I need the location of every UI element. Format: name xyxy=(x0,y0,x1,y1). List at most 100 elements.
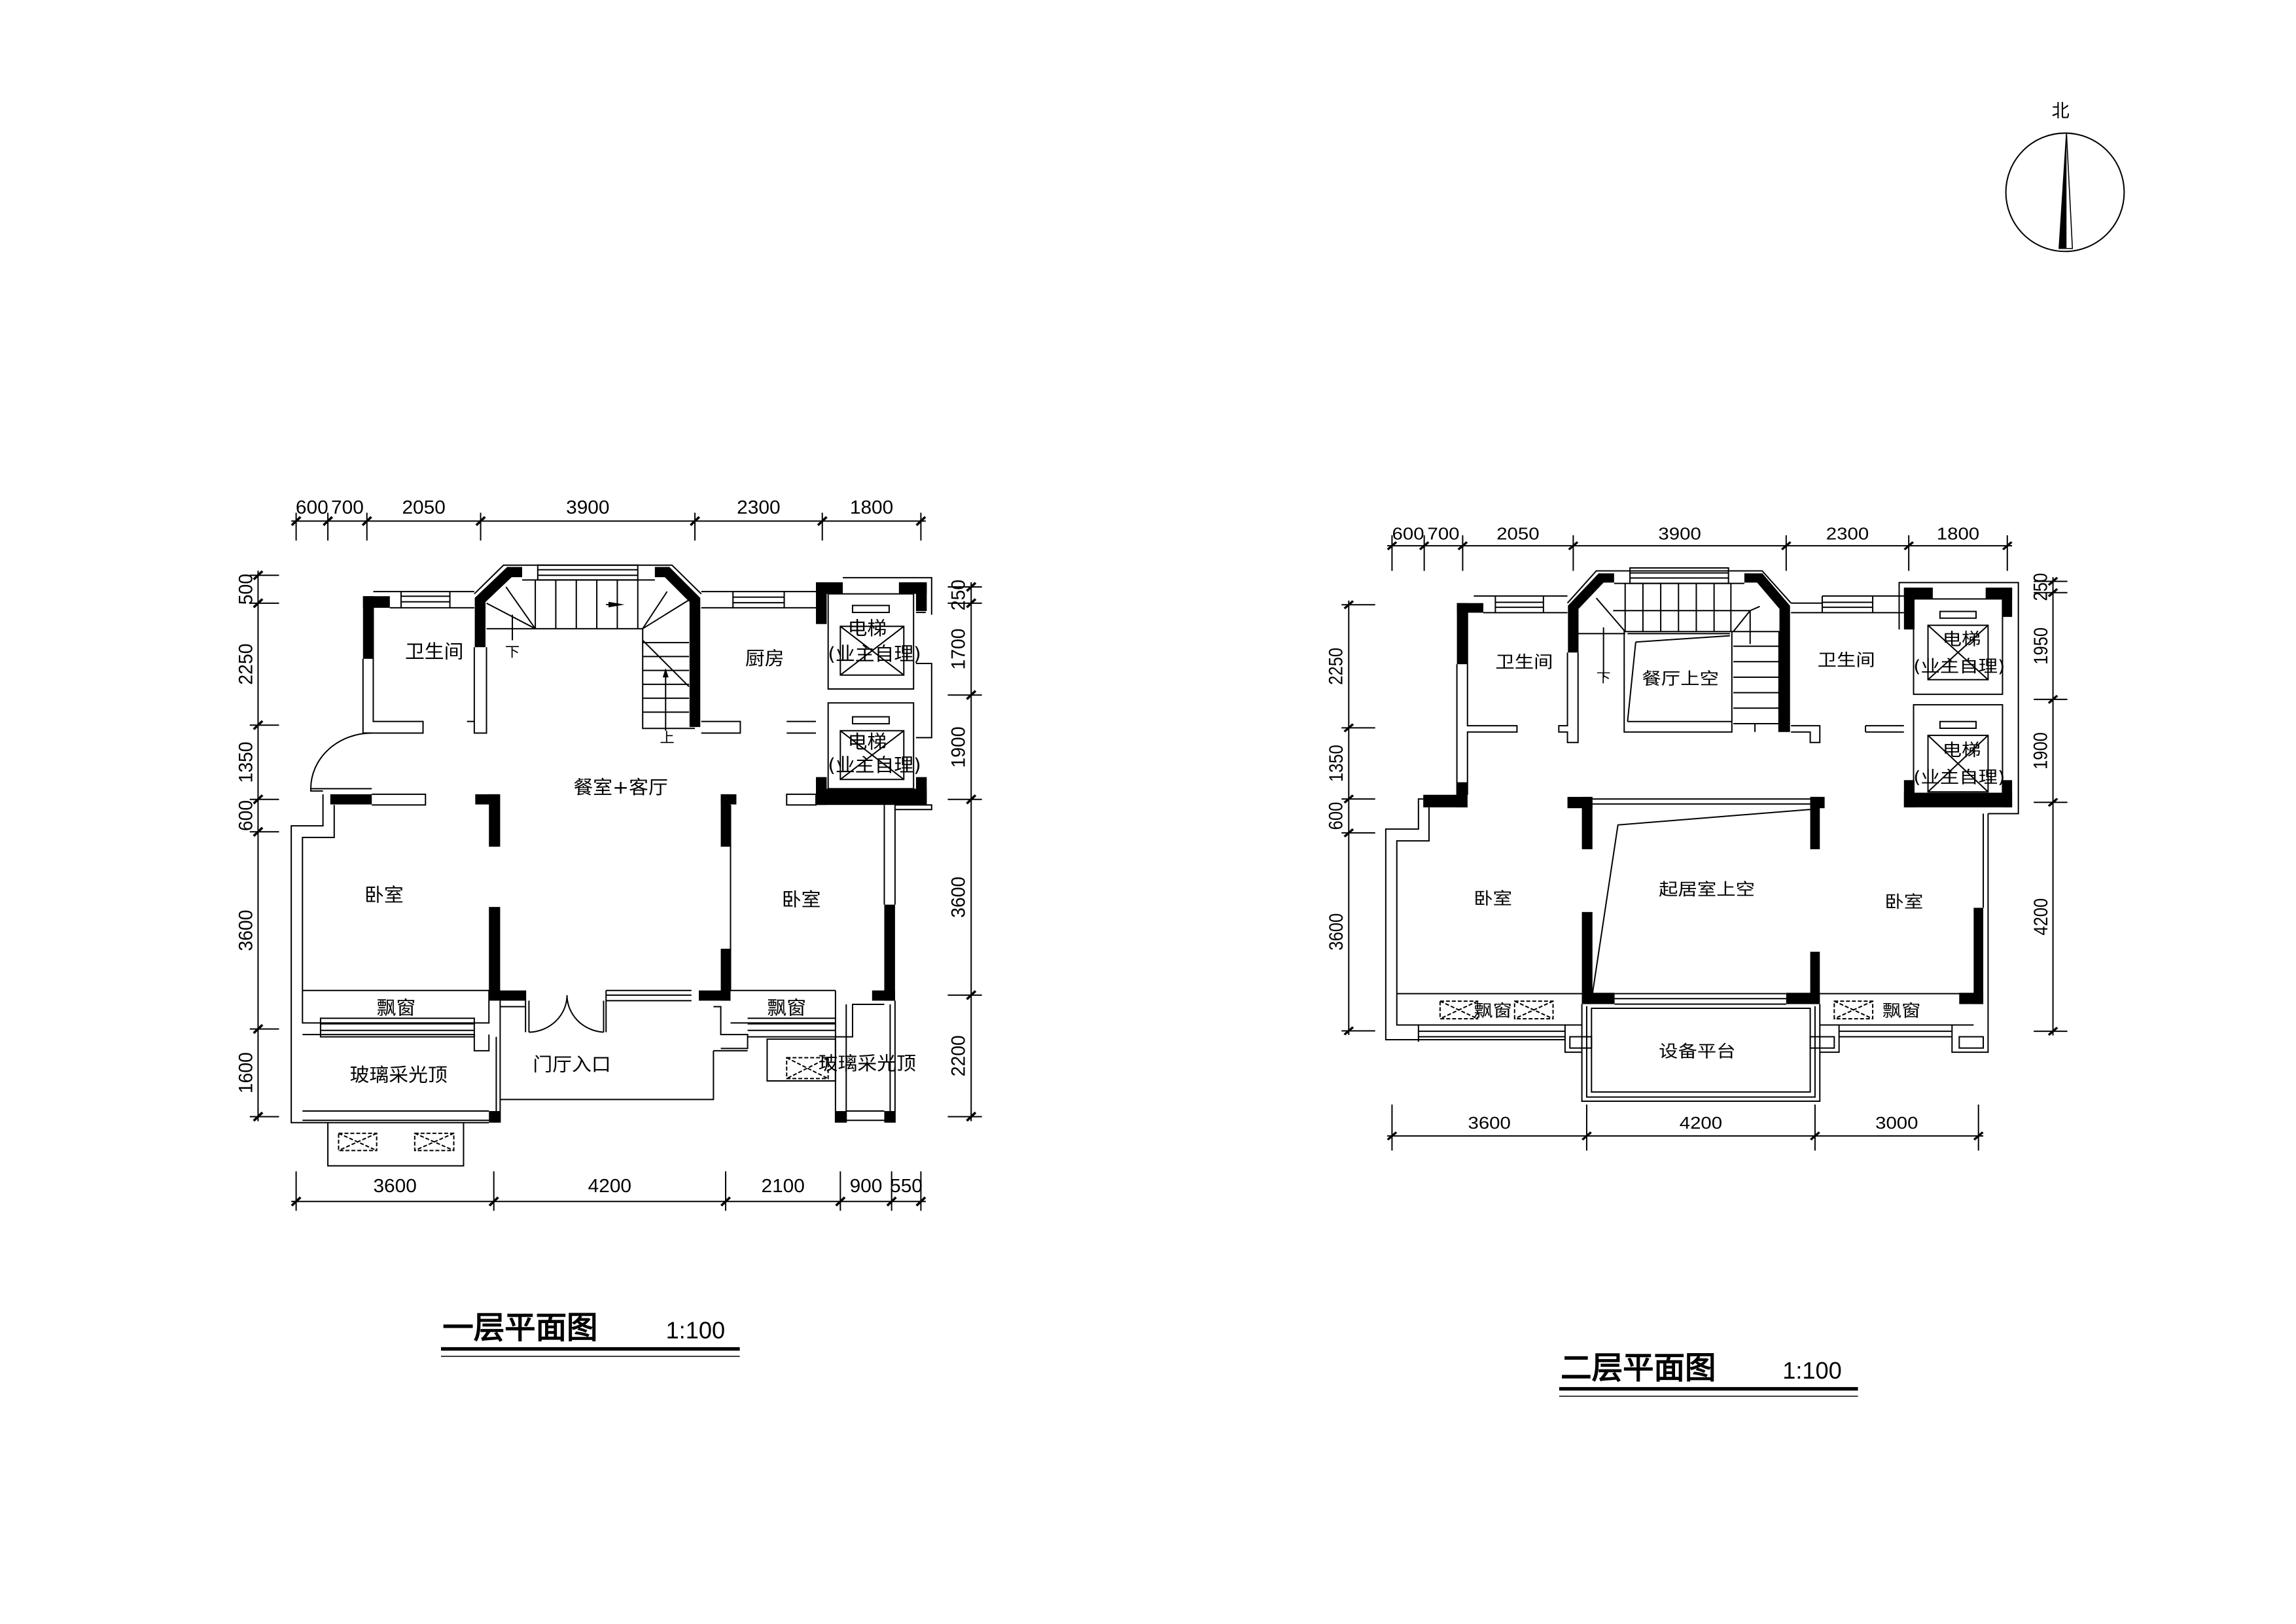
floor1-title: 一层平面图 xyxy=(442,1311,597,1347)
room-label-skylight-left: 玻璃采光顶 xyxy=(350,1064,448,1086)
floor2-dim-bottom-tick xyxy=(1386,1131,1398,1140)
floor2-dim-top-tick xyxy=(2002,541,2013,550)
elevator-2-label: 电梯 xyxy=(848,731,887,752)
floor1-dim-top-tick xyxy=(291,516,302,526)
floor2-dim-right-label: 1900 xyxy=(2030,732,2051,769)
stair-down-label: 下 xyxy=(1597,671,1611,685)
floor1-dim-left-tick xyxy=(253,1023,264,1034)
floor1-dim-left-label: 2250 xyxy=(236,644,257,685)
floor1-dim-top-tick xyxy=(817,516,828,526)
floor1-dim-right-tick xyxy=(966,990,977,1000)
floor1-dim-right-label: 2200 xyxy=(948,1035,970,1076)
floor2-dim-right-label: 1950 xyxy=(2030,627,2051,665)
floor2-dim-right-label: 250 xyxy=(2030,573,2051,601)
floor1-scale: 1:100 xyxy=(666,1317,725,1344)
floor2-dim-top-label: 600 xyxy=(1392,524,1424,543)
room-label-bedroom-right: 卧室 xyxy=(782,889,821,910)
north-arrow: 北 xyxy=(2005,101,2125,253)
floor2-dim-left-label: 3600 xyxy=(1325,913,1347,951)
floor1-dim-top-tick xyxy=(689,516,701,526)
floor1-dim-bottom-tick xyxy=(835,1196,846,1207)
floor2-dim-right-tick xyxy=(2047,1027,2058,1036)
floor1-dim-left-tick xyxy=(253,598,264,609)
floor2-dim-left-tick xyxy=(1343,828,1354,838)
floor1-dim-right-tick xyxy=(966,582,977,592)
room-label-bay-window-left: 飘窗 xyxy=(377,997,416,1019)
floor2-linework xyxy=(1386,568,2019,1101)
north-circle-icon xyxy=(2005,132,2125,253)
room-label-living-dining: 餐室+客厅 xyxy=(573,777,667,798)
floor1-dim-right-label: 250 xyxy=(948,580,970,610)
floor2-title-block: 二层平面图 1:100 xyxy=(1559,1350,1858,1397)
floor2-scale: 1:100 xyxy=(1782,1357,1841,1384)
room-label-bathroom-left: 卫生间 xyxy=(1495,652,1553,672)
floor2-dim-bottom-tick xyxy=(1581,1131,1592,1140)
floor2-dim-top-tick xyxy=(1419,541,1430,550)
floor1-dim-top-label: 1800 xyxy=(850,498,893,518)
floor2-dim-left-tick xyxy=(1343,600,1354,610)
floor1-dim-bottom-tick xyxy=(720,1196,732,1207)
room-label-bay-window-left: 飘窗 xyxy=(1474,1001,1512,1021)
floor1-dim-left-label: 600 xyxy=(236,800,257,831)
floor2-dim-right-tick xyxy=(2047,588,2058,597)
floor2-dim-top-label: 3900 xyxy=(1658,524,1701,543)
floor1-dim-bottom-tick xyxy=(915,1196,927,1207)
floor1-dim-right-label: 1900 xyxy=(948,726,970,768)
floor2-dim-top-tick xyxy=(1903,541,1915,550)
elevator-1-note: (业主自理) xyxy=(828,643,921,665)
floor1-dim-top-tick xyxy=(475,516,486,526)
floor1-linework xyxy=(291,565,932,1166)
floor2-dim-top-tick xyxy=(1780,541,1792,550)
floor2-dim-bottom-tick xyxy=(1810,1131,1820,1140)
room-label-bedroom-left: 卧室 xyxy=(1474,889,1512,909)
floor1-dim-left-label: 3600 xyxy=(236,909,257,951)
floor2-dim-right-label: 4200 xyxy=(2030,898,2051,936)
room-label-kitchen: 厨房 xyxy=(745,648,785,669)
room-label-living-void: 起居室上空 xyxy=(1659,880,1755,900)
floor1-dim-top-label: 2300 xyxy=(737,498,780,518)
floor1-dim-top-tick xyxy=(323,516,334,526)
floor1-dim-top-label: 600 xyxy=(296,498,328,518)
floor1-dim-left-label: 1600 xyxy=(236,1052,257,1093)
floor1-walls xyxy=(330,567,927,1123)
floor2-dim-top-tick xyxy=(1568,541,1579,550)
floor2-dim-bottom-label: 3600 xyxy=(1468,1114,1511,1133)
room-label-bedroom-left: 卧室 xyxy=(364,884,404,906)
floor2-walls xyxy=(1423,573,2013,1004)
floor1-dim-top-label: 700 xyxy=(331,498,364,518)
room-label-entrance: 门厅入口 xyxy=(533,1053,610,1075)
floor1-dim-left-tick xyxy=(253,794,264,805)
elevator-1-label: 电梯 xyxy=(848,618,887,639)
floor2-dim-left-label: 600 xyxy=(1325,802,1347,830)
floor1-dim-bottom-tick xyxy=(291,1196,302,1207)
stair-down-label: 下 xyxy=(505,644,520,660)
room-label-bay-window-right: 飘窗 xyxy=(767,997,806,1019)
floor2-dim-left-tick xyxy=(1343,1026,1354,1036)
floor2-dim-bottom-label: 3000 xyxy=(1875,1114,1918,1133)
floor2-dim-bottom-label: 4200 xyxy=(1680,1114,1722,1133)
floor1-dim-top-label: 2050 xyxy=(402,498,445,518)
floor1-dim-bottom-tick xyxy=(488,1196,499,1207)
elevator-1-label: 电梯 xyxy=(1943,629,1981,649)
floor1-dim-right-tick xyxy=(966,794,977,805)
room-label-dining-void: 餐厅上空 xyxy=(1642,669,1719,689)
floor1-dim-top-label: 3900 xyxy=(566,498,609,518)
floor1-dim-top-tick xyxy=(915,516,927,526)
floor2-dim-top-label: 700 xyxy=(1428,524,1460,543)
floor2-dim-right-tick xyxy=(2047,576,2058,586)
room-label-bay-window-right: 飘窗 xyxy=(1882,1001,1921,1021)
floor1-dim-top-tick xyxy=(361,516,372,526)
floor1-dim-right-tick xyxy=(966,1111,977,1122)
floor2-dim-left-tick xyxy=(1343,723,1354,733)
room-label-equipment-platform: 设备平台 xyxy=(1659,1042,1736,1061)
floor1-dim-left-tick xyxy=(253,570,264,580)
room-label-bathroom: 卫生间 xyxy=(405,641,463,662)
room-label-bathroom-right: 卫生间 xyxy=(1818,650,1875,670)
room-label-bedroom-right: 卧室 xyxy=(1884,892,1923,912)
floor1-dim-bottom-label: 550 xyxy=(890,1176,923,1197)
elevator-2-label: 电梯 xyxy=(1943,741,1981,760)
